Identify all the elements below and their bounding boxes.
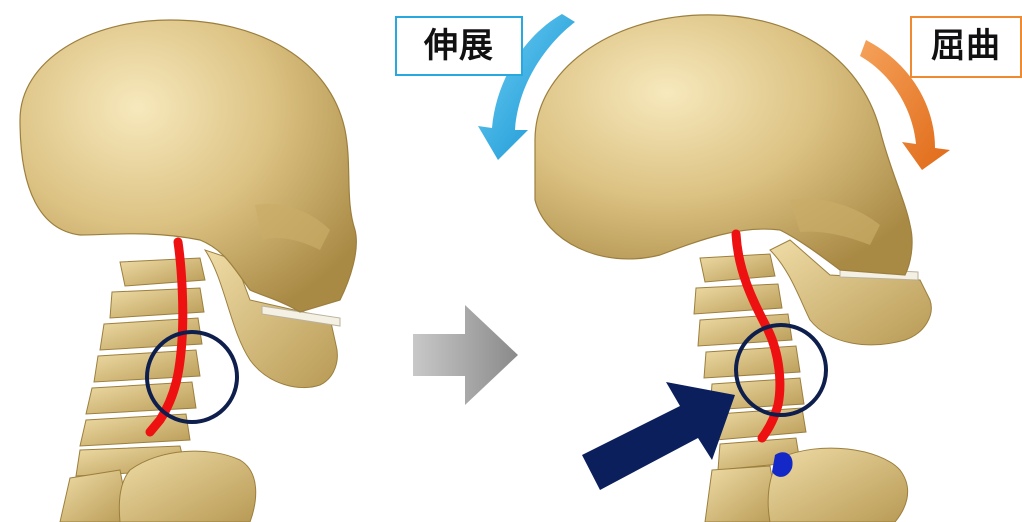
flexion-label: 屈曲 — [910, 16, 1022, 78]
skull-neutral — [20, 20, 356, 522]
extension-label: 伸展 — [395, 16, 523, 76]
transition-arrow-icon — [413, 305, 518, 405]
skull-flexed — [535, 15, 931, 522]
